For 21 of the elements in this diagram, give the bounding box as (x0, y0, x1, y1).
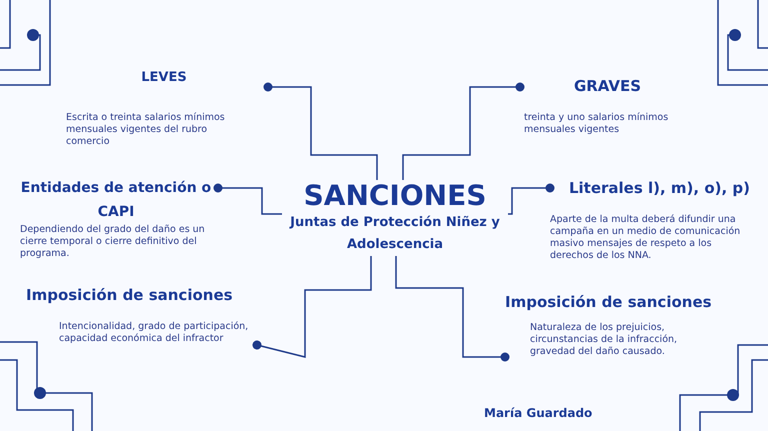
connector-line (264, 82, 378, 180)
branch-description: Naturaleza de los prejuicios, circunstancias de la infracción, gravedad del daño causado. (529, 322, 678, 358)
connector-line (214, 184, 282, 215)
branch-heading: Literales l), m), o), p) (568, 178, 750, 199)
connector-line (252, 256, 372, 358)
main-title: SANCIONES (302, 180, 488, 212)
connector-line (402, 82, 524, 180)
branch-heading: Entidades de atención o CAPI (20, 179, 212, 222)
branch-description: Escrita o treinta salarios mínimos mensuales vigentes del rubro comercio (65, 112, 226, 148)
branch-heading: Imposición de sanciones (26, 285, 234, 306)
branch-description: Intencionalidad, grado de participación, capacidad económica del infractor (58, 321, 250, 345)
branch-description: Dependiendo del grado del daño es un cierre temporal o cierre definitivo del programa. (19, 224, 206, 260)
branch-heading: LEVES (140, 69, 188, 87)
author-name: María Guardado (484, 406, 592, 420)
branch-description: treinta y uno salarios mínimos mensuales vigentes (523, 112, 670, 136)
branch-heading: GRAVES (572, 76, 642, 97)
connector-line (508, 184, 554, 215)
branch-heading: Imposición de sanciones (505, 292, 713, 313)
subtitle: Juntas de Protección Niñez y Adolescencia (288, 214, 501, 254)
connector-line (395, 256, 510, 362)
branch-description: Aparte de la multa deberá difundir una campaña en un medio de comunicación masivo mensajes de respeto a los derechos de los NNA. (550, 214, 742, 262)
